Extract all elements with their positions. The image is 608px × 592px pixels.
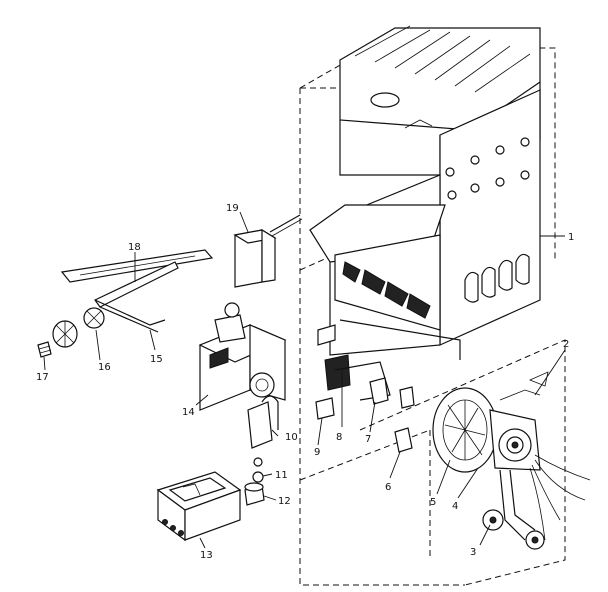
leader-lines — [43, 211, 566, 549]
callout-14: 14 — [182, 407, 195, 418]
control-box — [233, 214, 303, 288]
callout-4: 4 — [452, 501, 458, 512]
callout-5: 5 — [430, 497, 436, 508]
callout-3: 3 — [470, 547, 476, 558]
callout-labels: 1 2 3 4 5 6 7 8 9 10 11 12 13 14 15 16 1… — [36, 203, 574, 561]
callout-1: 1 — [568, 232, 574, 243]
small-controls — [315, 324, 415, 420]
callout-6: 6 — [385, 482, 391, 493]
callout-16: 16 — [98, 362, 111, 373]
inducer-assembly — [394, 371, 591, 550]
callout-9: 9 — [314, 447, 320, 458]
gas-valve-assembly — [198, 302, 287, 506]
callout-15: 15 — [150, 354, 163, 365]
callout-17: 17 — [36, 372, 49, 383]
pilot-burner-assembly — [37, 249, 214, 358]
heat-exchanger — [309, 25, 541, 360]
transformer — [156, 471, 242, 542]
callout-13: 13 — [200, 550, 213, 561]
callout-2: 2 — [563, 339, 569, 350]
callout-8: 8 — [336, 432, 342, 443]
callout-10: 10 — [285, 432, 298, 443]
callout-11: 11 — [275, 470, 288, 481]
callout-19: 19 — [226, 203, 239, 214]
callout-18: 18 — [128, 242, 141, 253]
callout-7: 7 — [365, 434, 371, 445]
callout-12: 12 — [278, 496, 291, 507]
